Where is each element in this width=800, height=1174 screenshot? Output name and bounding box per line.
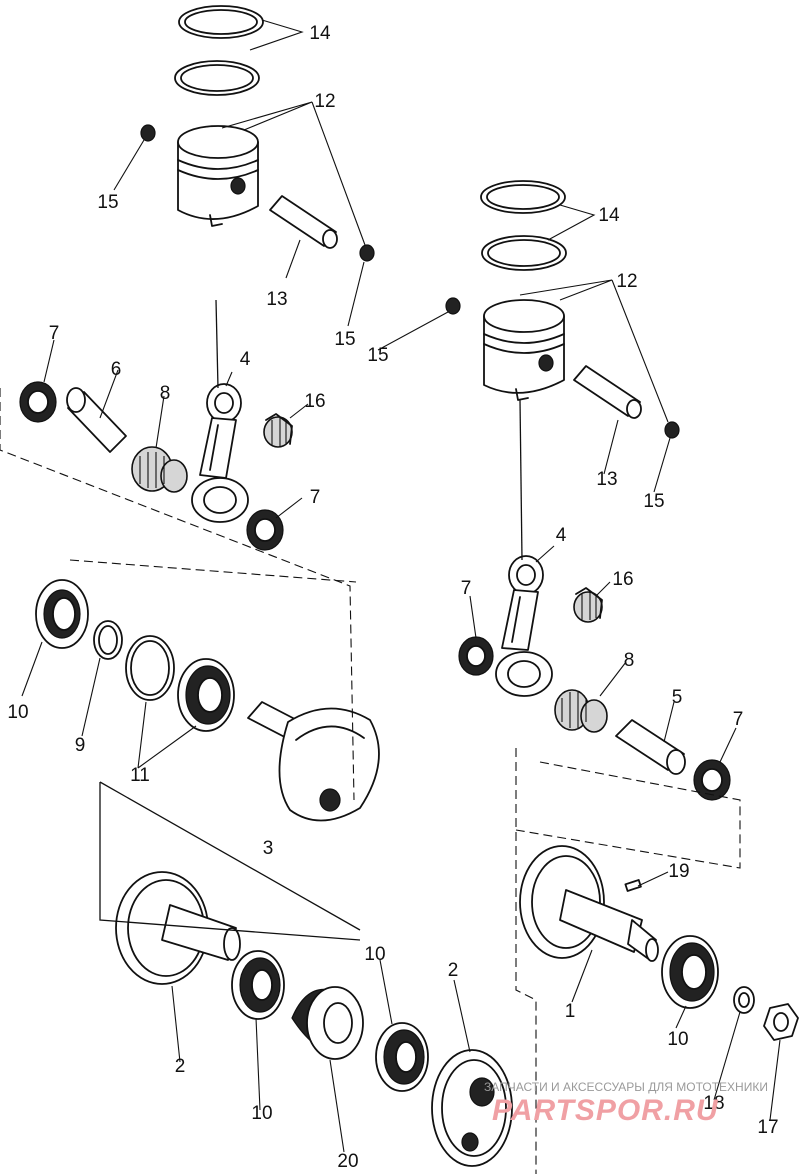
main-bearing-right — [661, 935, 719, 1009]
piston-pin-right — [573, 365, 642, 419]
circlip-left-a — [140, 124, 156, 142]
crank-pin-left — [66, 387, 127, 453]
connecting-rod-left — [191, 383, 249, 523]
circlip-right-b — [664, 421, 680, 439]
circlip-left-b — [359, 244, 375, 262]
callout-8-left: 8 — [160, 383, 171, 404]
needle-bearing-small-end-left — [263, 413, 293, 448]
piston-ring-upper-left — [178, 5, 264, 39]
callout-1: 1 — [565, 1001, 576, 1022]
main-bearing-left-lower — [231, 950, 285, 1020]
piston-ring-lower-right — [481, 235, 567, 271]
callout-14-left: 14 — [309, 23, 331, 44]
callout-16-right: 16 — [612, 569, 633, 590]
main-bearing-left — [177, 658, 235, 732]
callout-10-d: 10 — [251, 1103, 272, 1124]
callout-4-right: 4 — [556, 525, 567, 546]
callout-8-right: 8 — [624, 650, 635, 671]
oil-seal-left — [35, 579, 89, 649]
main-bearing-center — [375, 1022, 429, 1092]
piston-ring-lower-left — [174, 60, 260, 96]
callout-7-d: 7 — [733, 709, 744, 730]
callout-5: 5 — [672, 687, 683, 708]
callout-15-left-b: 15 — [334, 329, 355, 350]
callout-6: 6 — [111, 359, 122, 380]
callout-14-right: 14 — [598, 205, 620, 226]
callout-20: 20 — [337, 1151, 358, 1172]
piston-right — [483, 299, 565, 401]
callout-4-left: 4 — [240, 349, 251, 370]
callout-12-left: 12 — [314, 91, 335, 112]
callout-7-a: 7 — [49, 323, 60, 344]
callout-13-left: 13 — [266, 289, 287, 310]
callout-15-right-b: 15 — [643, 491, 664, 512]
callout-16-left: 16 — [304, 391, 325, 412]
center-seal-20 — [291, 986, 364, 1060]
callout-17: 17 — [757, 1117, 778, 1138]
callout-19: 19 — [668, 861, 689, 882]
thrust-washer-left-b — [246, 509, 284, 551]
callout-10-b: 10 — [364, 944, 385, 965]
callout-15-left-a: 15 — [97, 192, 118, 213]
callout-12-right: 12 — [616, 271, 637, 292]
callout-15-right-a: 15 — [367, 345, 388, 366]
piston-ring-upper-right — [480, 180, 566, 214]
needle-bearing-big-end-left — [131, 446, 188, 493]
callout-13-right: 13 — [596, 469, 617, 490]
woodruff-key-19 — [624, 879, 642, 892]
callout-18: 18 — [703, 1093, 724, 1114]
callout-11: 11 — [130, 765, 150, 786]
callout-2-right: 2 — [448, 960, 459, 981]
crank-half-1 — [519, 845, 659, 962]
needle-bearing-small-end-right — [573, 587, 603, 623]
crank-wheel-2-left — [115, 871, 241, 985]
callout-9: 9 — [75, 735, 86, 756]
thrust-washer-left-a — [19, 381, 57, 423]
piston-left — [177, 125, 259, 227]
thrust-washer-right-b — [693, 759, 731, 801]
callout-7-b: 7 — [310, 487, 321, 508]
nut-17 — [763, 1003, 799, 1041]
thrust-washer-right-a — [458, 636, 494, 676]
snap-ring-11 — [125, 635, 175, 701]
callout-10-c: 10 — [667, 1029, 688, 1050]
crank-half-3 — [247, 701, 380, 822]
needle-bearing-big-end-right — [554, 689, 608, 733]
callout-10-a: 10 — [7, 702, 28, 723]
watermark-site: PARTSPOR.RU — [492, 1094, 719, 1127]
piston-pin-left — [269, 195, 338, 249]
connecting-rod-right — [495, 555, 553, 697]
watermark-tagline: ЗАПЧАСТИ И АКСЕССУАРЫ ДЛЯ МОТОТЕХНИКИ — [484, 1080, 768, 1094]
crank-wheel-2-right — [431, 1049, 513, 1167]
callout-7-c: 7 — [461, 578, 472, 599]
washer-18 — [733, 986, 755, 1014]
callout-3: 3 — [263, 838, 274, 859]
callout-2-left: 2 — [175, 1056, 186, 1077]
retaining-ring-9 — [93, 620, 123, 660]
crank-pin-right — [615, 719, 686, 775]
circlip-right-a — [445, 297, 461, 315]
